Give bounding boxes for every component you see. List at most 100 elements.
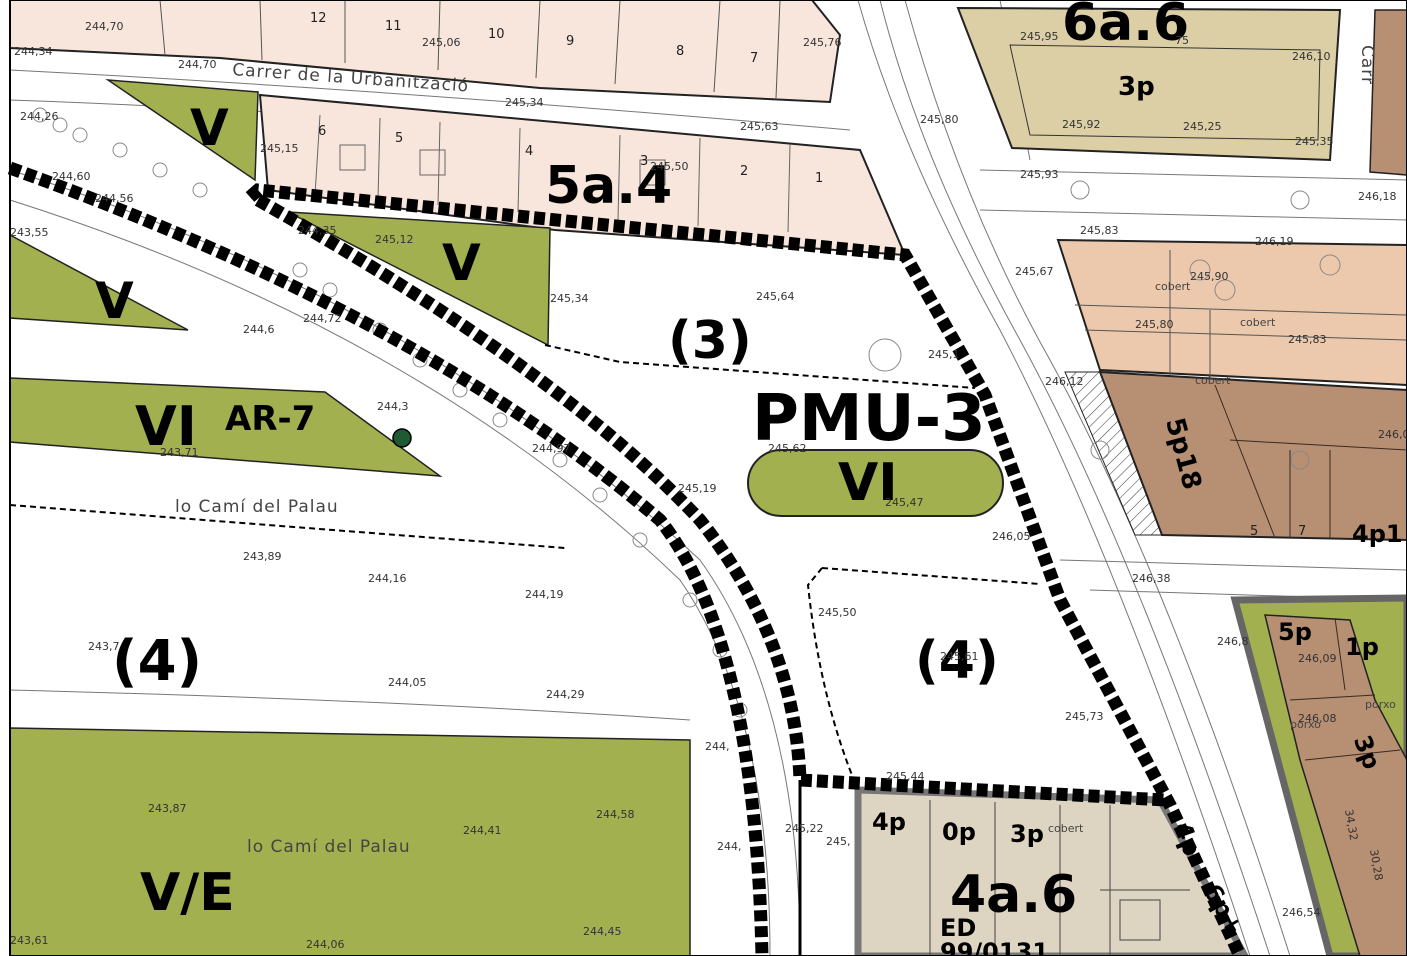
elevation-label: 245,15 [260, 142, 299, 155]
label-sub4-right: (4) [915, 631, 999, 691]
elevation-label: 244, [717, 840, 742, 853]
height-3p-bottom: 3p [1010, 820, 1044, 848]
lot-number: 8 [676, 44, 684, 59]
elevation-label: 243,71 [160, 446, 199, 459]
zone-v-mid [287, 211, 551, 347]
elevation-label: 245,34 [550, 292, 589, 305]
lot-number: 4 [525, 144, 533, 159]
elevation-label: 244,34 [14, 45, 53, 58]
elevation-label: 246,05 [992, 530, 1031, 543]
elevation-label: 246,12 [1045, 375, 1084, 388]
height-0p: 0p [942, 818, 976, 846]
label-ed: ED [940, 914, 976, 942]
label-block-6a6: 6a.6 [1062, 0, 1189, 53]
height-1p: 1p [1345, 633, 1379, 661]
pmu3-boundary [7, 161, 1246, 956]
elevation-label: 243,7 [88, 640, 120, 653]
label-block-5a4: 5a.4 [545, 156, 672, 216]
tree-row [32, 107, 1341, 718]
elevation-label: 245,06 [422, 36, 461, 49]
lot-number: 1 [815, 171, 823, 186]
elevation-label: 246,08 [1298, 712, 1337, 725]
zone-v-top [105, 79, 259, 182]
lot-number: 11 [385, 19, 402, 34]
elevation-label: 245,73 [1065, 710, 1104, 723]
map-frame [9, 0, 1407, 956]
elevation-label: 245,64 [756, 290, 795, 303]
lot-number: 2 [740, 164, 748, 179]
label-zone-v-top: V [190, 99, 229, 157]
dashed-subzone-lines [9, 344, 1041, 791]
height-5p: 5p [1278, 618, 1312, 646]
label-ed-number: 99/0131 [940, 938, 1049, 956]
elevation-label: 245,12 [375, 233, 414, 246]
street-cami-palau-1: lo Camí del Palau [175, 497, 339, 517]
elevation-label: 244,45 [583, 925, 622, 938]
elevation-spots: 244,70 245,06 245,76 244,34 244,70 245,3… [10, 20, 1407, 951]
elevation-label: 246,18 [1358, 190, 1397, 203]
elevation-label: 245,50 [818, 606, 857, 619]
elevation-label: 30,28 [1367, 848, 1385, 881]
elevation-label: 245,35 [1295, 135, 1334, 148]
elevation-label: 245,67 [1015, 265, 1054, 278]
height-3p-top: 3p [1118, 72, 1155, 102]
elevation-label: 245,93 [1020, 168, 1059, 181]
lot-number: 5 [395, 131, 403, 146]
elevation-label: 245,19 [678, 482, 717, 495]
elevation-label: 244,06 [306, 938, 345, 951]
elevation-label: 245,76 [803, 36, 842, 49]
elevation-label: 34,32 [1342, 808, 1360, 841]
elevation-label: 245,83 [1288, 333, 1327, 346]
elevation-label: 244, [705, 740, 730, 753]
block-salmon-right [1056, 238, 1407, 387]
elevation-label: 244,3 [377, 400, 409, 413]
elevation-label: 244,97 [532, 442, 571, 455]
label-sub4-left: (4) [112, 629, 202, 694]
elevation-label: 245,63 [740, 120, 779, 133]
elevation-label: 244,72 [303, 312, 342, 325]
elevation-label: 243,89 [243, 550, 282, 563]
lot-number: 3 [640, 154, 648, 169]
lot-number: 7 [1298, 524, 1306, 539]
elevation-label: 245,80 [1135, 318, 1174, 331]
elevation-label: 244,05 [388, 676, 427, 689]
elevation-label: 244,29 [546, 688, 585, 701]
label-zone-v-left: V [95, 272, 134, 330]
elevation-label: 244,58 [596, 808, 635, 821]
label-zone-v-mid: V [442, 234, 481, 292]
elevation-label: 245,95 [1020, 30, 1059, 43]
elevation-label: 246,8 [1217, 635, 1249, 648]
elevation-label: 246,0 [1378, 428, 1407, 441]
label-porxo-1: porxo [1290, 718, 1321, 731]
lot-number: 5 [1250, 524, 1258, 539]
lot-number: 7 [750, 51, 758, 66]
elevation-label: 245,47 [885, 496, 924, 509]
elevation-label: 244,60 [52, 170, 91, 183]
elevation-label: 245,90 [1190, 270, 1229, 283]
elevation-label: 245,22 [785, 822, 824, 835]
elevation-label: 246,19 [1255, 235, 1294, 248]
elevation-label: 244,19 [525, 588, 564, 601]
top-lot-strip [9, 0, 842, 104]
top-lot-dividers [159, 0, 781, 99]
elevation-label: 244,70 [178, 58, 217, 71]
elevation-label: 245, [826, 835, 851, 848]
elevation-label: 243,55 [10, 226, 49, 239]
elevation-label: 246,10 [1292, 50, 1331, 63]
elevation-label: 245,25 [1183, 120, 1222, 133]
height-4p-bottom: 4p [872, 808, 906, 836]
elevation-label: 245,50 [650, 160, 689, 173]
label-sub3: (3) [668, 311, 752, 371]
elevation-label: 245,83 [1080, 224, 1119, 237]
lot-number: 10 [488, 27, 505, 42]
elevation-label: 245,34 [505, 96, 544, 109]
elevation-label: 75 [1175, 34, 1189, 47]
elevation-label: 244,35 [298, 224, 337, 237]
label-zone-vi-center: VI [838, 453, 898, 513]
zone-vi-center [747, 449, 1004, 517]
ar7-marker[interactable] [392, 428, 412, 448]
road-edges [9, 0, 1407, 956]
elevation-label: 246,54 [1282, 906, 1321, 919]
